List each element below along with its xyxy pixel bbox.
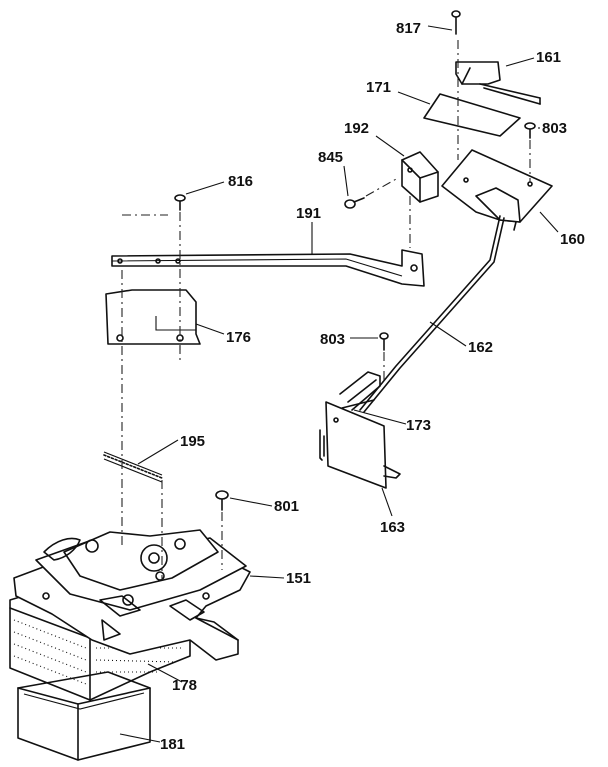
label-151: 151	[286, 570, 311, 587]
label-161: 161	[536, 49, 561, 66]
part-171-plate	[423, 93, 521, 137]
label-803-mid: 803	[320, 331, 345, 348]
part-161-switch	[455, 61, 541, 105]
part-labels: 817 161 171 803 192 845 160 816 191 176 …	[160, 20, 585, 753]
label-817: 817	[396, 20, 421, 37]
label-181: 181	[160, 736, 185, 753]
label-178: 178	[172, 677, 197, 694]
alignment-lines	[121, 40, 531, 580]
part-151-frame	[13, 529, 251, 661]
part-816-screw	[174, 194, 186, 211]
leader-lines	[119, 25, 559, 743]
label-192: 192	[344, 120, 369, 137]
label-171: 171	[366, 79, 391, 96]
label-803-top: 803	[542, 120, 567, 137]
part-801-screw	[215, 490, 229, 511]
part-181-block	[17, 671, 151, 761]
label-162: 162	[468, 339, 493, 356]
label-173: 173	[406, 417, 431, 434]
part-163-plate	[319, 401, 401, 489]
label-845: 845	[318, 149, 343, 166]
label-176: 176	[226, 329, 251, 346]
part-176-plate	[105, 289, 201, 345]
part-803-screw-mid	[379, 332, 389, 351]
label-195: 195	[180, 433, 205, 450]
part-817-screw	[451, 10, 461, 35]
part-195-spring	[103, 451, 163, 483]
part-160-bracket	[441, 149, 553, 231]
label-163: 163	[380, 519, 405, 536]
label-816: 816	[228, 173, 253, 190]
label-160: 160	[560, 231, 585, 248]
part-191-bar	[111, 249, 425, 287]
label-191: 191	[296, 205, 321, 222]
part-173-bracket	[339, 371, 381, 411]
part-192-block	[401, 151, 439, 203]
part-803-screw-top	[524, 122, 536, 139]
part-162-rod	[359, 215, 505, 413]
part-845-screw	[344, 197, 365, 209]
label-801: 801	[274, 498, 299, 515]
